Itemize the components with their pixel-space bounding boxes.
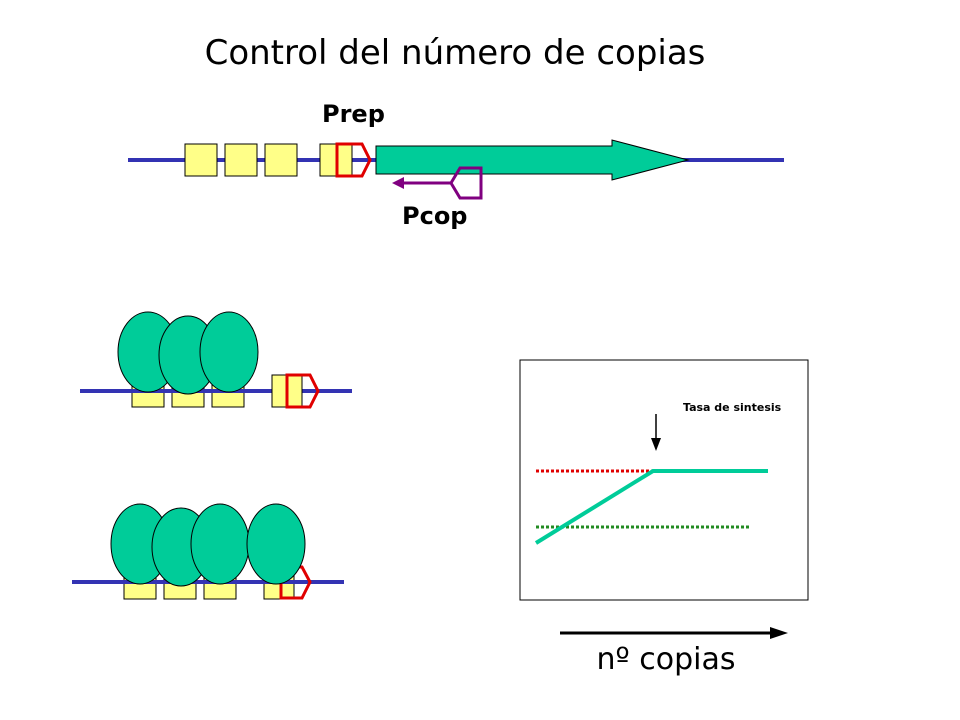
threshold-arrowhead xyxy=(651,438,661,451)
iteron-box xyxy=(184,143,218,177)
x-axis: nº copias xyxy=(560,627,788,677)
x-axis-arrowhead xyxy=(770,627,788,639)
cop-transcript-arrowhead xyxy=(392,177,404,189)
rate-plot: Tasa de sintesis xyxy=(519,359,809,601)
rate-label: Tasa de sintesis xyxy=(683,401,782,414)
rep-protein-icon xyxy=(190,503,250,585)
rep-gene-arrow xyxy=(375,139,690,181)
top-construct: Prep Pcop xyxy=(128,100,784,230)
rep-protein-icon xyxy=(246,503,306,585)
page-title: Control del número de copias xyxy=(205,33,706,73)
iteron-box xyxy=(224,143,258,177)
x-axis-label: nº copias xyxy=(597,642,736,677)
bottom-construct xyxy=(72,503,344,600)
rep-protein-icon xyxy=(199,311,259,393)
prep-label: Prep xyxy=(322,100,385,128)
cop-promoter-icon xyxy=(449,166,483,200)
synthesis-rate-curve xyxy=(534,469,768,545)
pcop-label: Pcop xyxy=(402,202,467,230)
rep-promoter-icon xyxy=(335,142,372,178)
iteron-box xyxy=(264,143,298,177)
plot-frame xyxy=(519,359,809,601)
rep-promoter-icon xyxy=(285,373,320,409)
middle-construct xyxy=(80,311,352,409)
